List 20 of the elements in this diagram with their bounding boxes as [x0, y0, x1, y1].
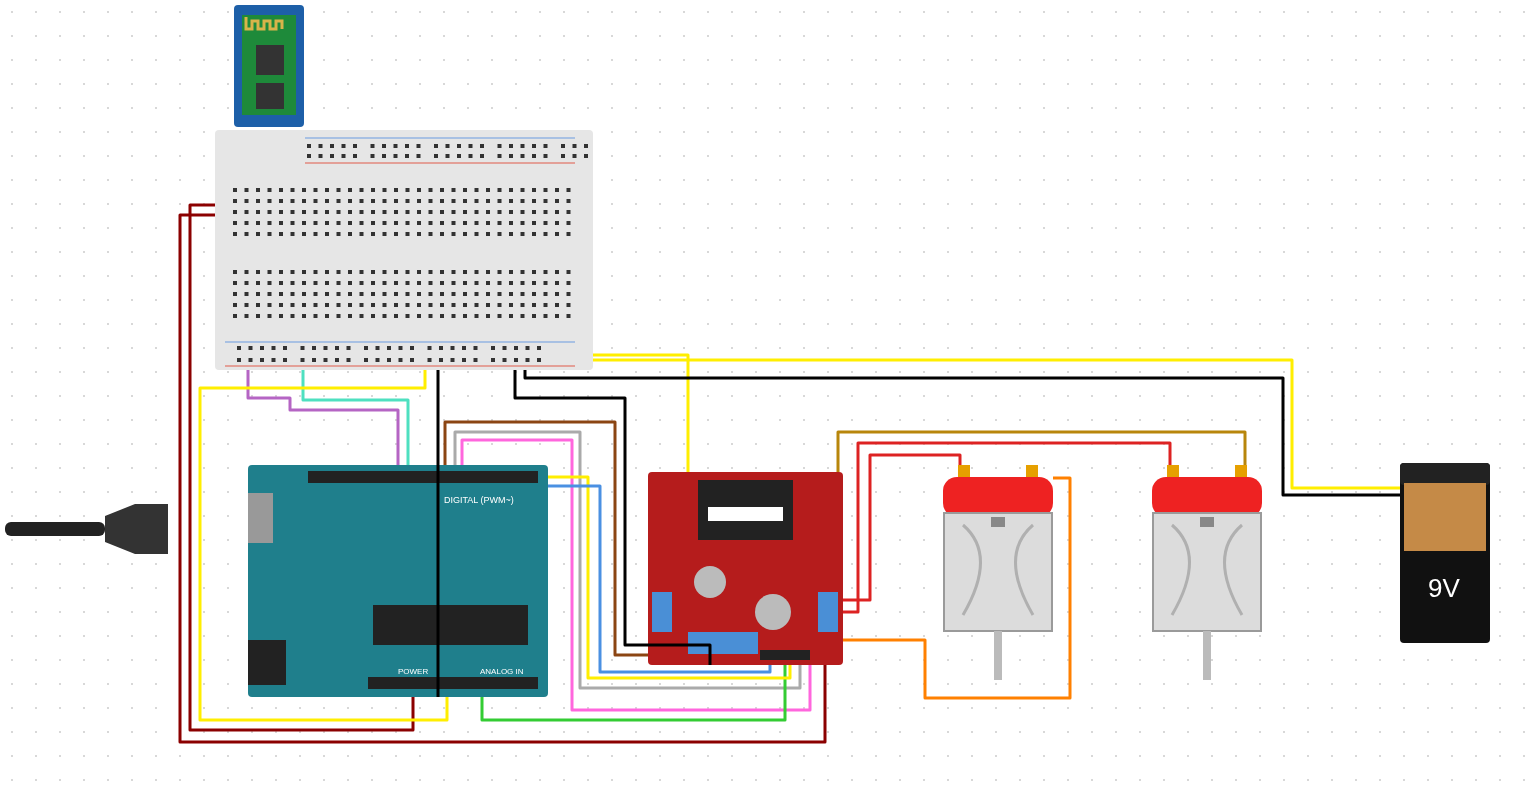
- pin-header-label: DIGITAL (PWM~): [444, 495, 514, 505]
- pin-header-label: ANALOG IN: [480, 667, 524, 676]
- wire: [513, 370, 712, 665]
- wire: [843, 476, 1072, 700]
- wire: [198, 370, 449, 722]
- wire: [593, 358, 1400, 490]
- wire: [523, 369, 1400, 497]
- wire: [593, 353, 690, 472]
- wire: [188, 203, 415, 732]
- wire: [178, 213, 827, 744]
- wire: [843, 441, 1172, 614]
- wire: [843, 453, 962, 602]
- wire: [480, 665, 787, 722]
- wire: [436, 370, 440, 697]
- wire: [301, 370, 410, 465]
- wire: [246, 370, 400, 465]
- voltage-label: 9V: [1428, 573, 1460, 604]
- wire: [443, 420, 648, 657]
- pin-header-label: POWER: [398, 667, 429, 676]
- wire: [836, 430, 1247, 472]
